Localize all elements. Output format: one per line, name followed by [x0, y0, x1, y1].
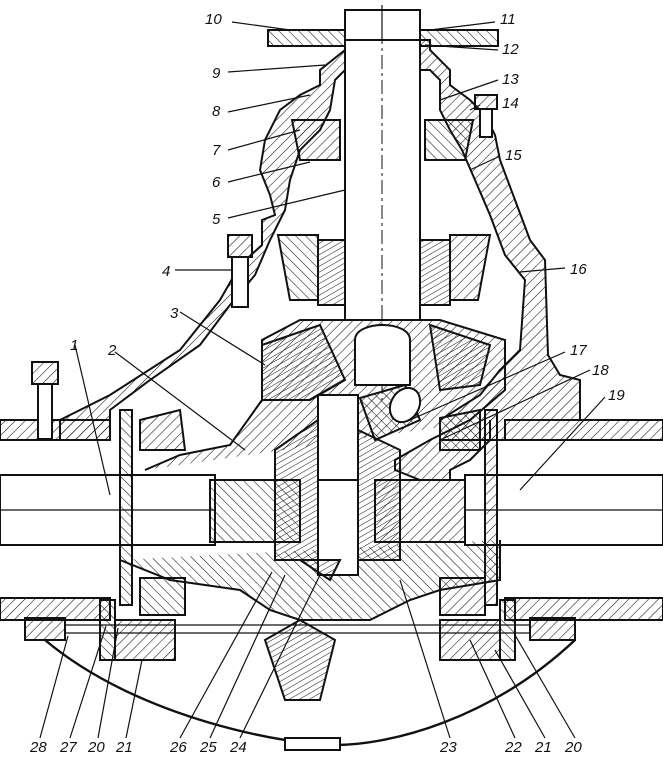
- pinion-bearing-lower: [276, 234, 492, 301]
- adjusting-ring-left: [119, 409, 133, 606]
- differential-spider: [317, 324, 422, 576]
- label-14: 14: [502, 95, 519, 112]
- label-3: 3: [170, 305, 179, 322]
- axle-housing-right: [504, 419, 663, 621]
- label-21-left: 21: [115, 739, 133, 756]
- label-6: 6: [212, 174, 221, 191]
- ring-gear: [261, 323, 492, 401]
- pinion-bearing-upper: [290, 119, 475, 161]
- diff-bearing-right: [439, 408, 486, 616]
- housing-cover: [24, 617, 576, 751]
- drive-pinion-shaft: [317, 5, 451, 400]
- satellite-gears: [274, 418, 401, 582]
- label-2: 2: [107, 342, 117, 359]
- bolt-left: [31, 361, 59, 440]
- diff-bearing-left: [139, 408, 187, 616]
- label-28: 28: [29, 739, 47, 756]
- label-22: 22: [504, 739, 522, 756]
- leader-lines: [39, 21, 606, 739]
- label-27: 27: [59, 739, 77, 756]
- label-1: 1: [70, 337, 78, 354]
- label-13: 13: [502, 71, 519, 88]
- label-26: 26: [169, 739, 187, 756]
- label-21-right: 21: [534, 739, 552, 756]
- bearing-cap-left: [99, 599, 176, 661]
- label-16: 16: [570, 261, 587, 278]
- label-12: 12: [502, 41, 519, 58]
- label-11: 11: [500, 11, 516, 28]
- label-20-right: 20: [564, 739, 582, 756]
- label-20-left: 20: [87, 739, 105, 756]
- adjusting-ring-right: [484, 409, 498, 606]
- label-8: 8: [212, 103, 221, 120]
- label-25: 25: [199, 739, 217, 756]
- main-housing: [59, 39, 581, 441]
- bolt-4: [227, 234, 253, 308]
- label-18: 18: [592, 362, 609, 379]
- label-4: 4: [162, 263, 170, 280]
- label-9: 9: [212, 65, 221, 82]
- label-7: 7: [212, 142, 221, 159]
- pinion-tooth-section: [263, 618, 337, 701]
- label-10: 10: [205, 11, 222, 28]
- label-5: 5: [212, 211, 221, 228]
- label-17: 17: [570, 342, 587, 359]
- label-19: 19: [608, 387, 625, 404]
- part-labels: 10 11 12 9 13 8 14 7 15 6 5 4 16 3 17 1 …: [29, 11, 625, 756]
- label-24: 24: [229, 739, 247, 756]
- bolt-14: [474, 94, 498, 138]
- label-23: 23: [439, 739, 457, 756]
- label-15: 15: [505, 147, 522, 164]
